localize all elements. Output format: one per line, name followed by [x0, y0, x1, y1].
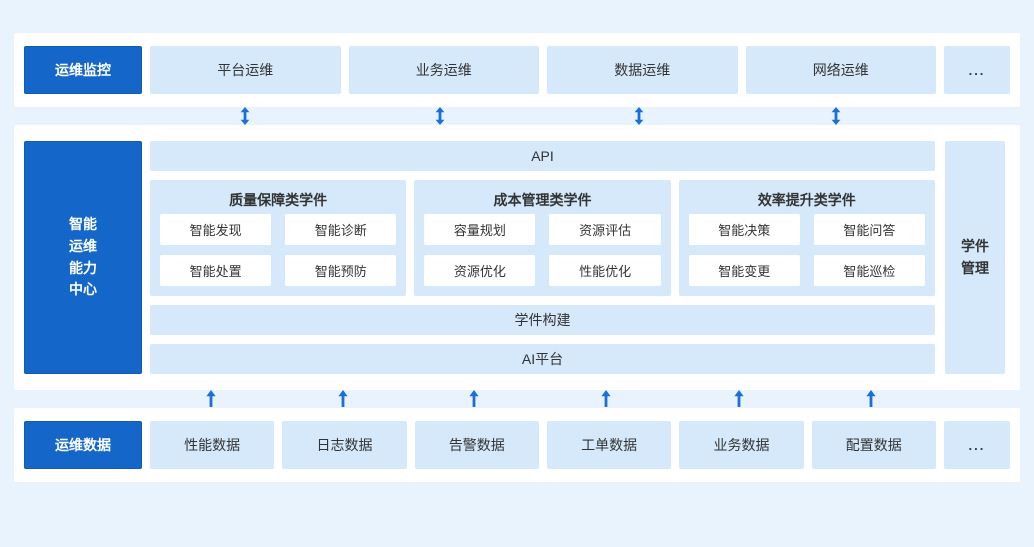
data-item-performance: 性能数据	[150, 421, 275, 469]
ai-platform-bar: AI平台	[150, 344, 935, 374]
top-arrow-gap	[0, 107, 1034, 125]
learnware-management-line: 管理	[961, 259, 989, 276]
monitoring-item-platform: 平台运维	[150, 46, 341, 94]
learnware-cell: 资源优化	[424, 255, 536, 286]
learnware-cell: 智能决策	[688, 214, 800, 245]
data-item-alert: 告警数据	[414, 421, 539, 469]
learnware-management-column: 学件 管理	[945, 141, 1005, 374]
data-item-config: 配置数据	[811, 421, 936, 469]
up-arrow-icon	[205, 390, 218, 407]
monitoring-item-data: 数据运维	[547, 46, 738, 94]
learnware-groups: 质量保障类学件 智能发现 智能诊断 智能处置 智能预防 成本管理类学件 容量规划…	[150, 180, 935, 296]
group-grid: 智能发现 智能诊断 智能处置 智能预防	[160, 214, 397, 286]
capability-center-panel: 智能 运维 能力 中心 API 质量保障类学件 智能发现 智能诊断 智能处置 智…	[14, 125, 1020, 390]
data-item-ticket: 工单数据	[546, 421, 672, 469]
capability-center-label: 智能 运维 能力 中心	[24, 141, 142, 374]
bidirectional-arrow-icon	[239, 107, 252, 125]
learnware-cell: 智能问答	[813, 214, 925, 245]
up-arrow-icon	[865, 390, 878, 407]
monitoring-row-label: 运维监控	[24, 46, 142, 94]
capability-center-label-line: 运维	[69, 237, 97, 254]
group-cost-management: 成本管理类学件 容量规划 资源评估 资源优化 性能优化	[414, 180, 671, 296]
data-item-business: 业务数据	[679, 421, 804, 469]
bidirectional-arrow-icon	[434, 107, 447, 125]
data-row-label: 运维数据	[24, 421, 142, 469]
group-efficiency-improvement: 效率提升类学件 智能决策 智能问答 智能变更 智能巡检	[678, 180, 935, 296]
monitoring-more-ellipsis: ...	[944, 46, 1010, 94]
data-item-log: 日志数据	[282, 421, 407, 469]
capability-center-label-line: 智能	[69, 216, 97, 233]
learnware-cell: 智能发现	[160, 214, 272, 245]
capability-center-label-line: 中心	[69, 281, 97, 298]
capability-center-label-line: 能力	[69, 259, 97, 276]
group-title: 成本管理类学件	[493, 192, 592, 208]
group-quality-assurance: 质量保障类学件 智能发现 智能诊断 智能处置 智能预防	[150, 180, 407, 296]
capability-center-main: API 质量保障类学件 智能发现 智能诊断 智能处置 智能预防 成本管理类学件 …	[150, 141, 935, 374]
learnware-cell: 容量规划	[424, 214, 536, 245]
group-title: 质量保障类学件	[229, 192, 328, 208]
bottom-arrow-gap	[0, 390, 1034, 408]
learnware-cell: 智能处置	[160, 255, 272, 286]
api-bar: API	[150, 141, 935, 171]
group-title: 效率提升类学件	[757, 192, 856, 208]
group-grid: 容量规划 资源评估 资源优化 性能优化	[424, 214, 661, 286]
up-arrow-icon	[733, 390, 746, 407]
up-arrow-icon	[337, 390, 350, 407]
learnware-cell: 性能优化	[549, 255, 661, 286]
up-arrow-icon	[600, 390, 613, 407]
group-grid: 智能决策 智能问答 智能变更 智能巡检	[688, 214, 925, 286]
learnware-cell: 智能诊断	[285, 214, 397, 245]
data-more-ellipsis: ...	[943, 421, 1010, 469]
monitoring-item-network: 网络运维	[745, 46, 936, 94]
learnware-build-bar: 学件构建	[150, 305, 935, 335]
monitoring-item-business: 业务运维	[348, 46, 539, 94]
monitoring-row-panel: 运维监控 平台运维 业务运维 数据运维 网络运维 ...	[14, 33, 1020, 107]
data-row-panel: 运维数据 性能数据 日志数据 告警数据 工单数据 业务数据 配置数据 ...	[14, 408, 1020, 482]
learnware-cell: 智能预防	[285, 255, 397, 286]
learnware-management-line: 学件	[961, 237, 989, 254]
learnware-cell: 智能变更	[688, 255, 800, 286]
bidirectional-arrow-icon	[633, 107, 646, 125]
bidirectional-arrow-icon	[830, 107, 843, 125]
up-arrow-icon	[468, 390, 481, 407]
learnware-cell: 智能巡检	[813, 255, 925, 286]
learnware-cell: 资源评估	[549, 214, 661, 245]
